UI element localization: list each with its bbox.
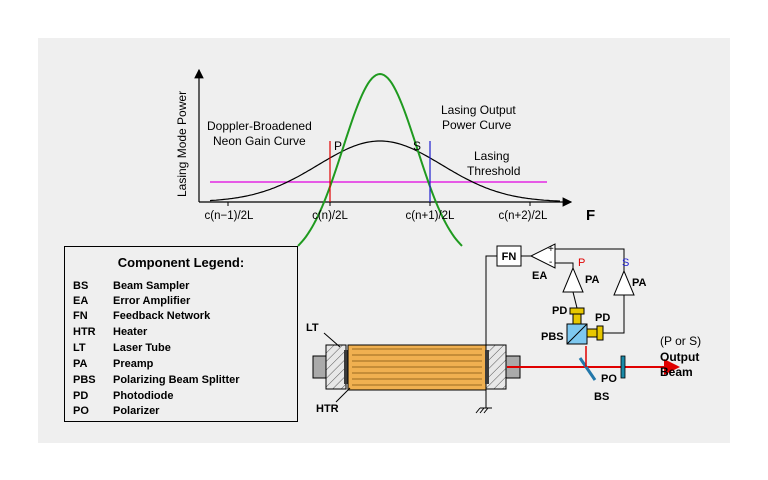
photodiode-left	[569, 307, 585, 325]
left-mount	[325, 344, 347, 390]
gain-graph: c(n−1)/2L c(n)/2L c(n+1)/2L c(n+2)/2L F …	[175, 68, 595, 247]
photodiode-right	[586, 325, 604, 341]
legend-abbr: PD	[73, 390, 89, 402]
legend-item: LT Laser Tube	[73, 341, 171, 356]
legend-abbr: PO	[73, 405, 89, 417]
component-legend: Component Legend: BS Beam Sampler EA Error…	[64, 246, 298, 422]
left-end-cap	[312, 355, 328, 379]
tick-label-n: c(n)/2L	[312, 210, 348, 222]
legend-name: Preamp	[113, 358, 154, 370]
p-tag: P	[578, 257, 585, 269]
mode-p-label: P	[334, 139, 342, 153]
legend-abbr: PBS	[73, 374, 96, 386]
preamp-right	[613, 269, 635, 296]
left-mirror	[344, 350, 348, 384]
legend-item: PO Polarizer	[73, 404, 159, 419]
threshold-label: Threshold	[467, 164, 520, 178]
laser-tube	[347, 344, 487, 391]
schematic: FN + - EA PA P PA S PD PD PBS LT HTR BS …	[306, 243, 701, 415]
bs-label: BS	[594, 391, 609, 403]
legend-item: PA Preamp	[73, 357, 153, 372]
ea-plus: +	[548, 244, 554, 255]
beam-sampler	[578, 357, 597, 381]
preamp-left	[562, 266, 584, 293]
output-curve-label: Power Curve	[442, 118, 512, 132]
s-tag: S	[622, 257, 629, 269]
htr-label: HTR	[316, 403, 339, 415]
legend-abbr: FN	[73, 310, 88, 322]
output-label: Output	[660, 350, 699, 364]
legend-abbr: EA	[73, 295, 89, 307]
legend-name: Beam Sampler	[113, 280, 190, 292]
gain-curve-label: Neon Gain Curve	[213, 134, 306, 148]
legend-abbr: PA	[73, 358, 88, 370]
gain-curve	[209, 140, 561, 202]
legend-title: Component Legend:	[117, 255, 245, 270]
output-power-curve	[297, 72, 463, 247]
legend-abbr: HTR	[73, 326, 96, 338]
legend-item: PBS Polarizing Beam Splitter	[73, 373, 240, 388]
legend-name: Feedback Network	[113, 310, 211, 322]
legend-abbr: BS	[73, 280, 89, 292]
mode-s-label: S	[413, 139, 421, 153]
legend-item: PD Photodiode	[73, 389, 174, 404]
legend-name: Error Amplifier	[113, 295, 191, 307]
heater-wire	[485, 255, 497, 345]
legend-item: BS Beam Sampler	[73, 279, 189, 294]
pd-right-label: PD	[595, 312, 610, 324]
legend-name: Heater	[113, 326, 148, 338]
legend-item: HTR Heater	[73, 325, 147, 340]
right-mirror	[485, 350, 489, 384]
legend-name: Laser Tube	[113, 342, 171, 354]
pa-left-label: PA	[585, 274, 600, 286]
tick-label-n-minus-1: c(n−1)/2L	[205, 210, 255, 222]
tick-label-n-plus-1: c(n+1)/2L	[406, 210, 456, 222]
po-label: PO	[601, 373, 617, 385]
output-curve-label: Lasing Output	[441, 103, 516, 117]
polarizer	[620, 355, 626, 379]
legend-name: Polarizer	[113, 405, 160, 417]
x-axis-label: F	[586, 207, 595, 224]
lt-label: LT	[306, 322, 319, 334]
legend-name: Photodiode	[113, 390, 174, 402]
output-label: (P or S)	[660, 334, 701, 348]
threshold-label: Lasing	[474, 149, 509, 163]
ea-label: EA	[532, 270, 547, 282]
fn-label: FN	[502, 251, 517, 263]
y-axis-label: Lasing Mode Power	[175, 91, 189, 197]
legend-item: FN Feedback Network	[73, 309, 210, 324]
error-amplifier	[529, 243, 556, 269]
pa-right-label: PA	[632, 277, 647, 289]
output-label: Beam	[660, 365, 693, 379]
legend-name: Polarizing Beam Splitter	[113, 374, 240, 386]
tick-label-n-plus-2: c(n+2)/2L	[499, 210, 549, 222]
legend-item: EA Error Amplifier	[73, 294, 190, 309]
legend-abbr: LT	[73, 342, 86, 354]
ea-minus: -	[549, 257, 552, 268]
pd-left-label: PD	[552, 305, 567, 317]
pbs-label: PBS	[541, 331, 564, 343]
gain-curve-label: Doppler-Broadened	[207, 119, 312, 133]
